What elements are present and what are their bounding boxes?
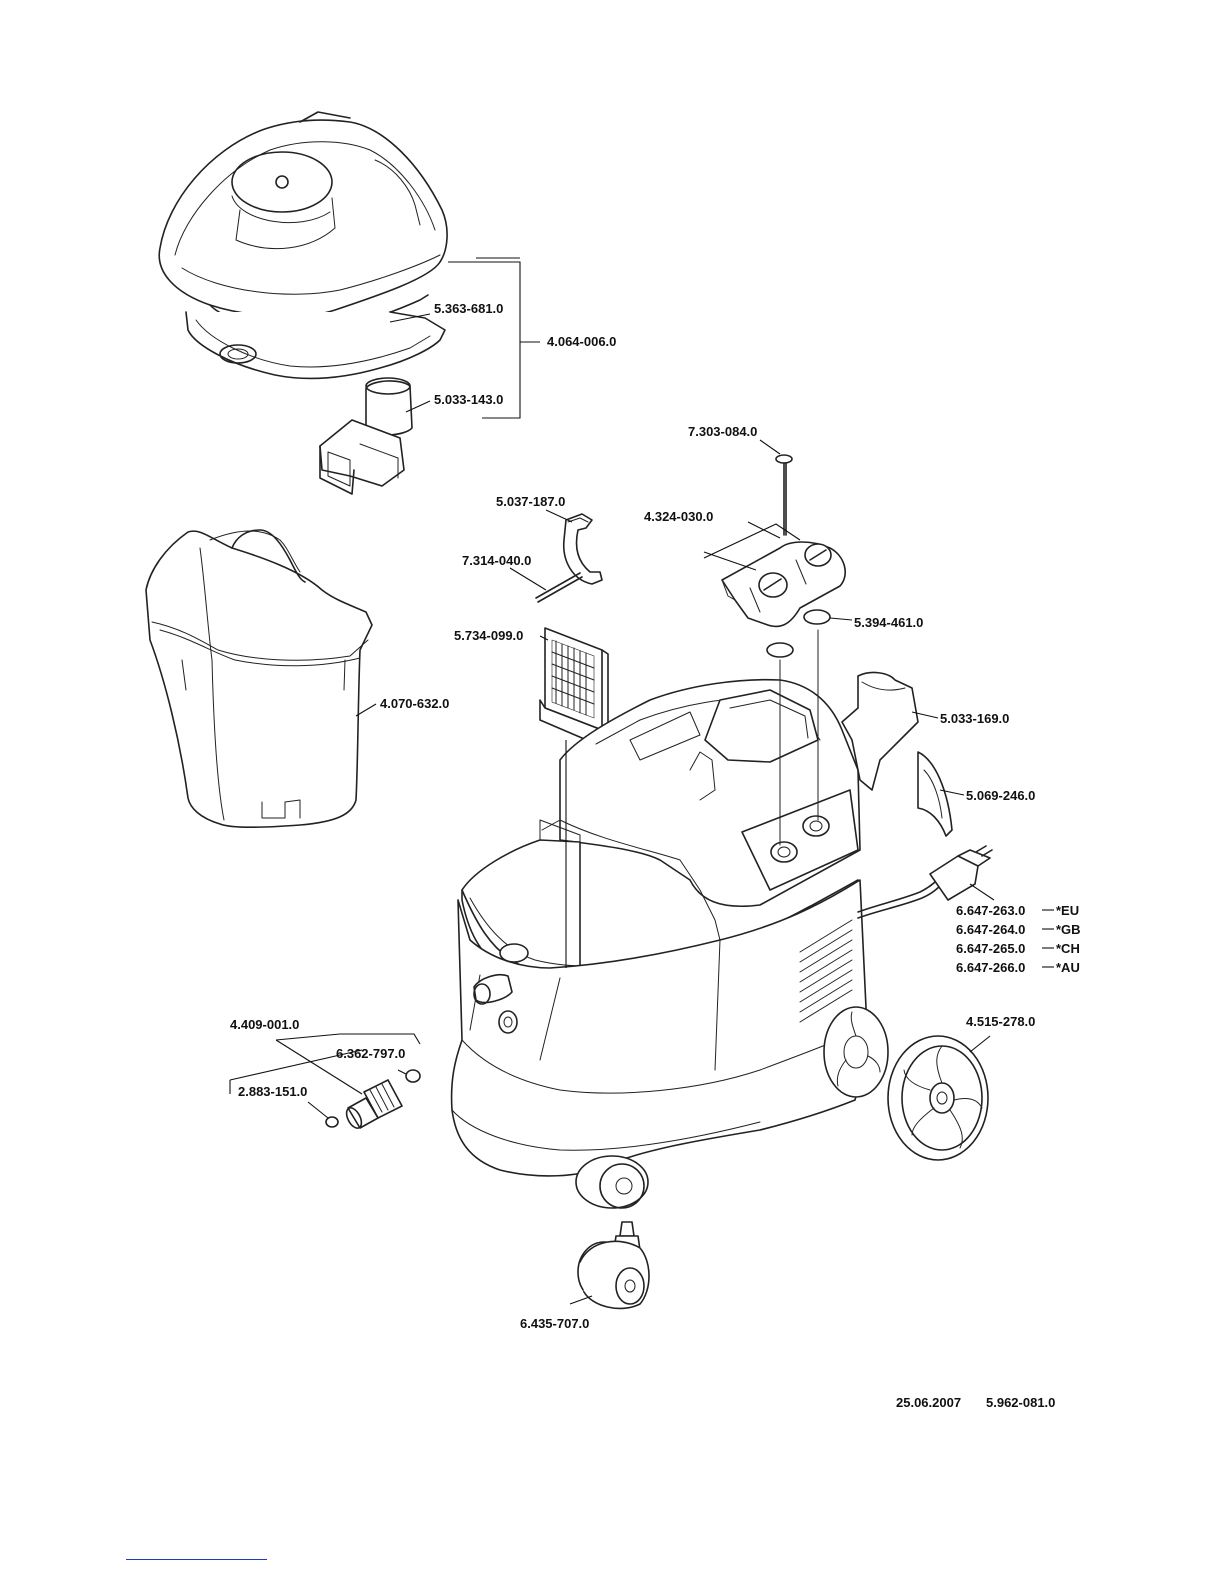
label-switch-knob-set: 4.324-030.0	[644, 509, 713, 524]
label-variant-gb: *GB	[1056, 922, 1081, 937]
label-connector-set: 4.409-001.0	[230, 1017, 299, 1032]
label-o-ring-large: 6.362-797.0	[336, 1046, 405, 1061]
label-dirt-container: 4.070-632.0	[380, 696, 449, 711]
label-upper-housing-part: 5.033-169.0	[940, 711, 1009, 726]
label-o-ring-small: 2.883-151.0	[238, 1084, 307, 1099]
container-drawing	[146, 530, 372, 827]
filter-drawing	[540, 628, 608, 744]
label-screw: 7.303-084.0	[688, 424, 757, 439]
cover-drawing	[159, 112, 447, 494]
footer-document-number: 5.962-081.0	[986, 1395, 1055, 1410]
label-pin: 7.314-040.0	[462, 553, 531, 568]
label-variant-ch: *CH	[1056, 941, 1080, 956]
label-mains-cable-eu: 6.647-263.0	[956, 903, 1025, 918]
label-mains-cable-gb: 6.647-264.0	[956, 922, 1025, 937]
label-cap: 5.394-461.0	[854, 615, 923, 630]
bracket-drawing	[536, 514, 602, 602]
main-body-drawing	[452, 630, 888, 1208]
label-side-cover: 5.069-246.0	[966, 788, 1035, 803]
label-flat-filter: 5.734-099.0	[454, 628, 523, 643]
label-bracket: 5.037-187.0	[496, 494, 565, 509]
label-variant-eu: *EU	[1056, 903, 1079, 918]
label-inlet-socket: 5.033-143.0	[434, 392, 503, 407]
label-mains-cable-au: 6.647-266.0	[956, 960, 1025, 975]
label-variant-au: *AU	[1056, 960, 1080, 975]
switch-knobs-drawing	[722, 455, 845, 657]
label-mains-cable-ch: 6.647-265.0	[956, 941, 1025, 956]
link-underline[interactable]	[126, 1559, 267, 1560]
label-castor: 6.435-707.0	[520, 1316, 589, 1331]
label-cover-assembly: 4.064-006.0	[547, 334, 616, 349]
label-cover-seal: 5.363-681.0	[434, 301, 503, 316]
castor-drawing	[578, 1222, 649, 1308]
footer-date: 25.06.2007	[896, 1395, 961, 1410]
label-wheel: 4.515-278.0	[966, 1014, 1035, 1029]
connector-drawing	[326, 1070, 420, 1131]
